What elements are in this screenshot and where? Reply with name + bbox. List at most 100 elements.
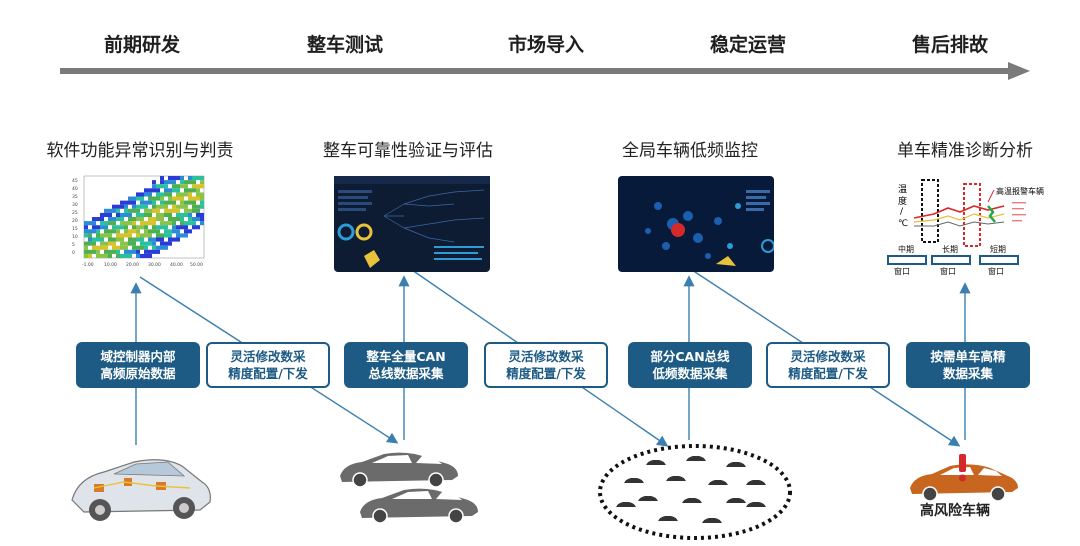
heatmap-cell bbox=[136, 229, 140, 234]
heatmap-cell bbox=[116, 237, 120, 242]
heatmap-cell bbox=[152, 208, 156, 213]
heatmap-cell bbox=[200, 192, 204, 197]
heatmap-cell bbox=[172, 184, 176, 189]
heatmap-cell bbox=[156, 196, 160, 201]
heatmap-cell bbox=[152, 249, 156, 254]
heatmap-cell bbox=[88, 253, 92, 258]
heatmap-cell bbox=[160, 200, 164, 205]
heatmap-cell bbox=[184, 204, 188, 209]
window-mid-2: 窗口 bbox=[894, 266, 910, 276]
heatmap-cell bbox=[116, 212, 120, 217]
heatmap-cell bbox=[168, 237, 172, 242]
heatmap-cell bbox=[180, 233, 184, 238]
heatmap-cell bbox=[96, 229, 100, 234]
heatmap-cell bbox=[184, 192, 188, 197]
heatmap-cell bbox=[92, 225, 96, 230]
heatmap-cell bbox=[160, 221, 164, 226]
heatmap-cell bbox=[168, 176, 172, 181]
heatmap-cell bbox=[180, 192, 184, 197]
heatmap-cell bbox=[108, 233, 112, 238]
heatmap-cell bbox=[188, 188, 192, 193]
heatmap-cell bbox=[200, 180, 204, 185]
fleet-car bbox=[658, 516, 678, 521]
heatmap-cell bbox=[148, 208, 152, 213]
heatmap-cell bbox=[104, 208, 108, 213]
heatmap-cell bbox=[148, 249, 152, 254]
config-box-3-text: 灵活修改数采 精度配置/下发 bbox=[788, 349, 868, 381]
heatmap-cell bbox=[156, 208, 160, 213]
heatmap-cell bbox=[120, 217, 124, 222]
heatmap-cell bbox=[132, 196, 136, 201]
heatmap-cell bbox=[96, 233, 100, 238]
heatmap-cell bbox=[144, 200, 148, 205]
heatmap-cell bbox=[84, 253, 88, 258]
heatmap-cell bbox=[196, 225, 200, 230]
heatmap-cell bbox=[180, 212, 184, 217]
heatmap-cell bbox=[136, 233, 140, 238]
high-risk-car-icon bbox=[910, 454, 1018, 502]
temp-label-4: ℃ bbox=[898, 219, 908, 229]
heatmap-cell bbox=[136, 196, 140, 201]
heatmap-cell bbox=[184, 212, 188, 217]
heatmap-cell bbox=[176, 188, 180, 193]
heatmap-cell bbox=[120, 237, 124, 242]
heatmap-cell bbox=[144, 233, 148, 238]
heatmap-cell bbox=[200, 212, 204, 217]
map-thumbnail bbox=[618, 176, 774, 272]
stage-vehicle-test: 整车测试 bbox=[306, 34, 383, 56]
y-tick-25: 25 bbox=[72, 210, 78, 216]
heatmap-cell bbox=[108, 212, 112, 217]
data-box-3: 部分CAN总线 低频数据采集 bbox=[628, 342, 752, 388]
heatmap-cell bbox=[164, 188, 168, 193]
heatmap-cell bbox=[172, 237, 176, 242]
y-tick-5: 5 bbox=[72, 242, 75, 248]
heatmap-cell bbox=[152, 229, 156, 234]
heatmap-cell bbox=[156, 233, 160, 238]
heatmap-cell bbox=[124, 253, 128, 258]
heatmap-cell bbox=[156, 204, 160, 209]
heatmap-cell bbox=[168, 217, 172, 222]
heatmap-cell bbox=[88, 241, 92, 246]
heatmap-cell bbox=[184, 221, 188, 226]
heatmap-cell bbox=[84, 245, 88, 250]
heatmap-cell bbox=[124, 233, 128, 238]
heatmap-cell bbox=[172, 180, 176, 185]
heatmap-cell bbox=[108, 229, 112, 234]
fleet-car bbox=[702, 518, 722, 523]
heatmap-cell bbox=[132, 200, 136, 205]
heatmap-cell bbox=[188, 176, 192, 181]
high-risk-label: 高风险车辆 bbox=[920, 503, 990, 519]
heatmap-cell bbox=[156, 192, 160, 197]
heatmap-cell bbox=[168, 192, 172, 197]
heatmap-cell bbox=[144, 253, 148, 258]
heatmap-cell bbox=[100, 253, 104, 258]
heatmap-cell bbox=[160, 212, 164, 217]
heatmap-cell bbox=[140, 253, 144, 258]
heatmap-cell bbox=[112, 229, 116, 234]
stage-rd: 前期研发 bbox=[103, 34, 180, 56]
heatmap-cell bbox=[164, 184, 168, 189]
heatmap-cell bbox=[192, 200, 196, 205]
heatmap-cell bbox=[144, 225, 148, 230]
heatmap-cell bbox=[140, 212, 144, 217]
heatmap-cell bbox=[96, 249, 100, 254]
heatmap-cell bbox=[128, 200, 132, 205]
window-long-2: 窗口 bbox=[940, 266, 956, 276]
heatmap-cell bbox=[200, 221, 204, 226]
heatmap-cell bbox=[184, 184, 188, 189]
heatmap-cell bbox=[148, 233, 152, 238]
heatmap-cell bbox=[140, 237, 144, 242]
heatmap-cell bbox=[148, 253, 152, 258]
heatmap-cell bbox=[160, 184, 164, 189]
heatmap-cell bbox=[148, 192, 152, 197]
heatmap-cell bbox=[136, 237, 140, 242]
heatmap-cell bbox=[128, 233, 132, 238]
heatmap-cell bbox=[84, 225, 88, 230]
heatmap-cell bbox=[172, 176, 176, 181]
heatmap-cell bbox=[92, 245, 96, 250]
heatmap-cell bbox=[124, 241, 128, 246]
heatmap-cell bbox=[96, 253, 100, 258]
fleet-car bbox=[666, 476, 686, 481]
temp-label-1: 温 bbox=[898, 184, 907, 195]
heatmap-cell bbox=[152, 225, 156, 230]
